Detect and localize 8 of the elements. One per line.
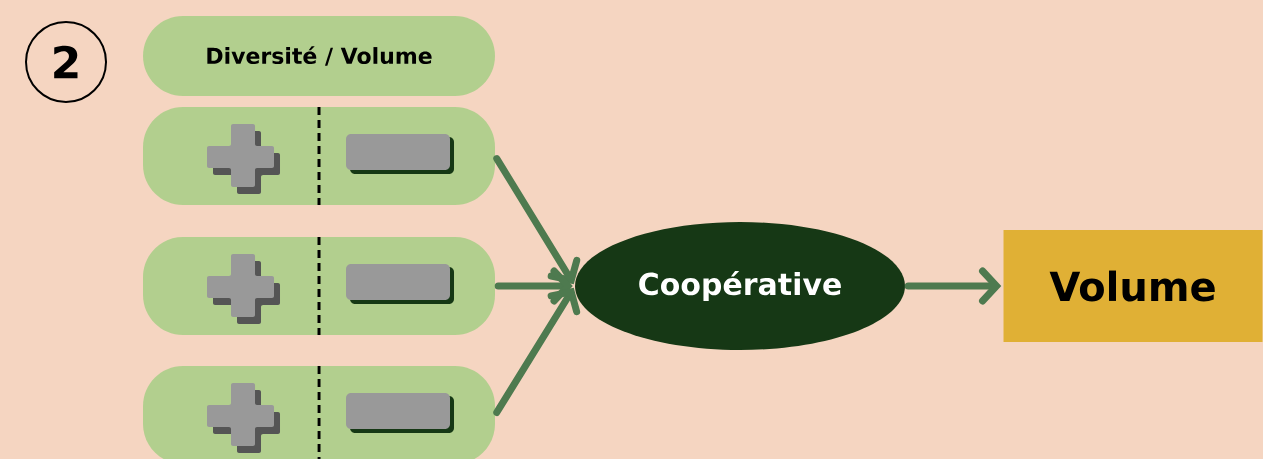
arrow	[493, 155, 581, 285]
pill-box: Diversité / Volume	[143, 16, 495, 96]
ellipse-node: Coopérative	[575, 222, 905, 350]
arrow	[494, 267, 573, 305]
arrow	[493, 287, 581, 416]
circled-number: 2	[25, 21, 107, 103]
result-box: Volume	[1003, 230, 1263, 342]
arrow	[904, 267, 1002, 305]
